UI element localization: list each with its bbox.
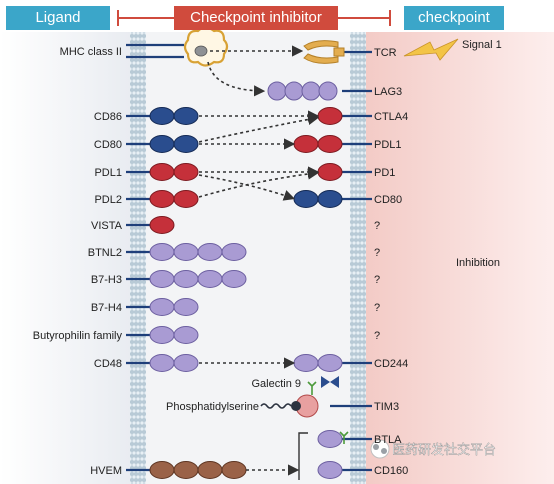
signal-1-label: Signal 1 [462,39,502,51]
receptor-label-ctla4: CTLA4 [374,111,408,123]
lag3-domains [267,81,338,101]
galectin-9-label: Galectin 9 [251,378,301,390]
ligand-header: Ligand [6,6,110,30]
receptor-labels: TCR LAG3 CTLA4 PDL1 PD1 CD80 ? ? ? ? ? C… [374,47,408,477]
receptor-label-cd80: CD80 [374,194,402,206]
receptor-label-cd160: CD160 [374,465,408,477]
ligand-stalks [126,43,184,472]
ligand-label-hvem: HVEM [90,465,122,477]
receptor-label-unknown-b7-h3: ? [374,274,380,286]
receptor-label-btla: BTLA [374,434,402,446]
btla-cd160-bracket [298,432,308,480]
inhibition-label: Inhibition [456,257,500,269]
checkpoint-side-background [366,32,554,484]
ligand-label-mhc-class-ii: MHC class II [60,46,122,58]
receptor-label-pd1: PD1 [374,167,395,179]
ligand-label-butyrophilin-family: Butyrophilin family [33,330,123,342]
signal-1-lightning-icon [403,38,459,61]
receptor-stalks [330,50,372,472]
galectin-9-icon [321,376,339,388]
ligand-label-b7-h4: B7-H4 [91,302,122,314]
receptor-label-unknown-vista: ? [374,220,380,232]
receptor-label-unknown-butyrophilin: ? [374,330,380,342]
ligand-label-cd48: CD48 [94,358,122,370]
receptor-label-unknown-btnl2: ? [374,247,380,259]
ligand-label-vista: VISTA [91,220,123,232]
phosphatidylserine-head [291,401,301,411]
checkpoint-inhibitor-header: Checkpoint inhibitor [174,6,338,30]
ligand-label-cd80: CD80 [94,139,122,151]
cell-gap-background [146,32,350,484]
watermark-text: 医药研发社交平台 [392,442,496,457]
receptor-label-tcr: TCR [374,47,397,59]
checkpoint-header: checkpoint [404,6,504,30]
ligand-label-btnl2: BTNL2 [88,247,122,259]
peptide-icon [194,45,208,57]
receptor-label-cd244: CD244 [374,358,408,370]
tcr-receptor-icon [303,40,345,64]
receptor-domains [293,107,343,208]
ligand-label-b7-h3: B7-H3 [91,274,122,286]
glycan-icons [307,381,349,444]
hvem-domains [149,461,247,479]
interaction-arrows [198,45,320,476]
ligand-label-pdl2: PDL2 [94,194,122,206]
ligand-labels: MHC class II CD86 CD80 PDL1 PDL2 VISTA B… [33,46,123,477]
receptor-label-lag3: LAG3 [374,86,402,98]
ligand-label-cd86: CD86 [94,111,122,123]
phosphatidylserine-label: Phosphatidylserine [166,401,259,413]
receptor-label-pdl1: PDL1 [374,139,402,151]
watermark-icon [370,439,390,459]
t-cell-membrane [350,32,366,484]
phosphatidylserine-tail [260,403,292,409]
ligand-side-background [0,32,130,484]
lavender-ligand-domains [149,243,343,479]
apc-membrane [130,32,146,484]
b7-ligand-domains [149,107,199,234]
receptor-label-unknown-b7-h4: ? [374,302,380,314]
mhc-class-ii-shape [183,26,229,67]
receptor-label-tim3: TIM3 [374,401,399,413]
ligand-label-pdl1: PDL1 [94,167,122,179]
